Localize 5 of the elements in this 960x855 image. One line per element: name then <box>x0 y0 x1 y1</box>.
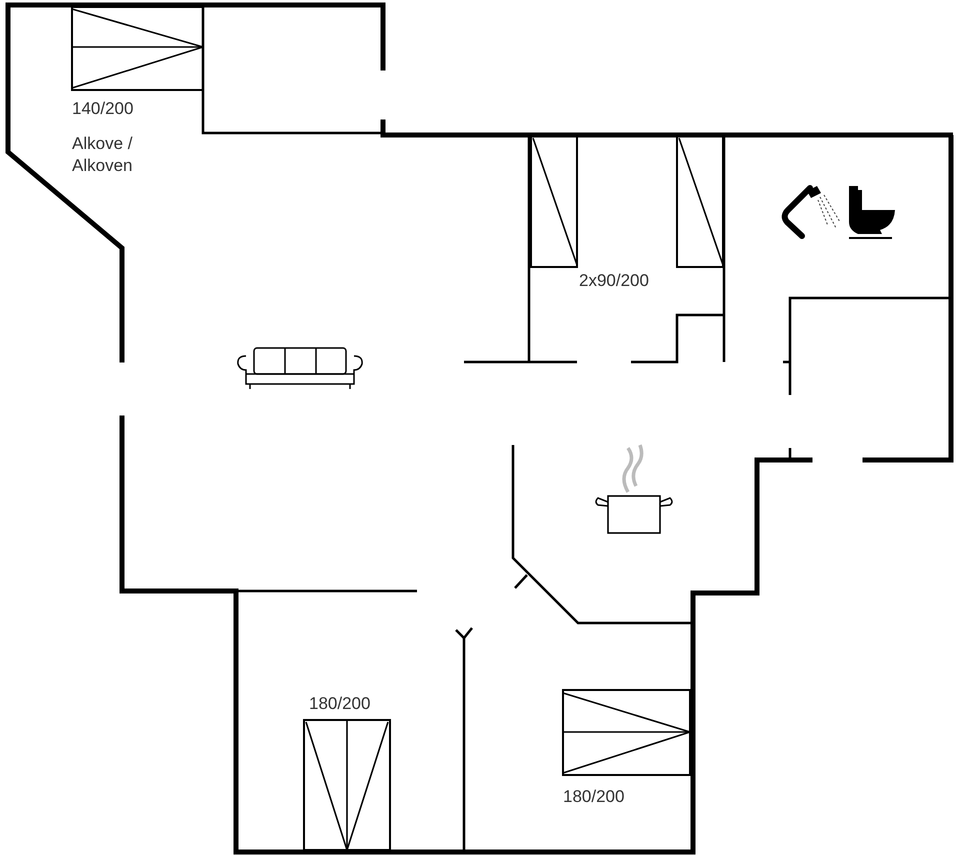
room-label: Alkove / Alkoven <box>72 133 134 177</box>
bed-size-label: 2x90/200 <box>579 270 649 292</box>
bed-size-label: 180/200 <box>309 693 370 715</box>
bed-size-label: 180/200 <box>563 786 624 808</box>
bed-size-label: 140/200 <box>72 98 134 120</box>
